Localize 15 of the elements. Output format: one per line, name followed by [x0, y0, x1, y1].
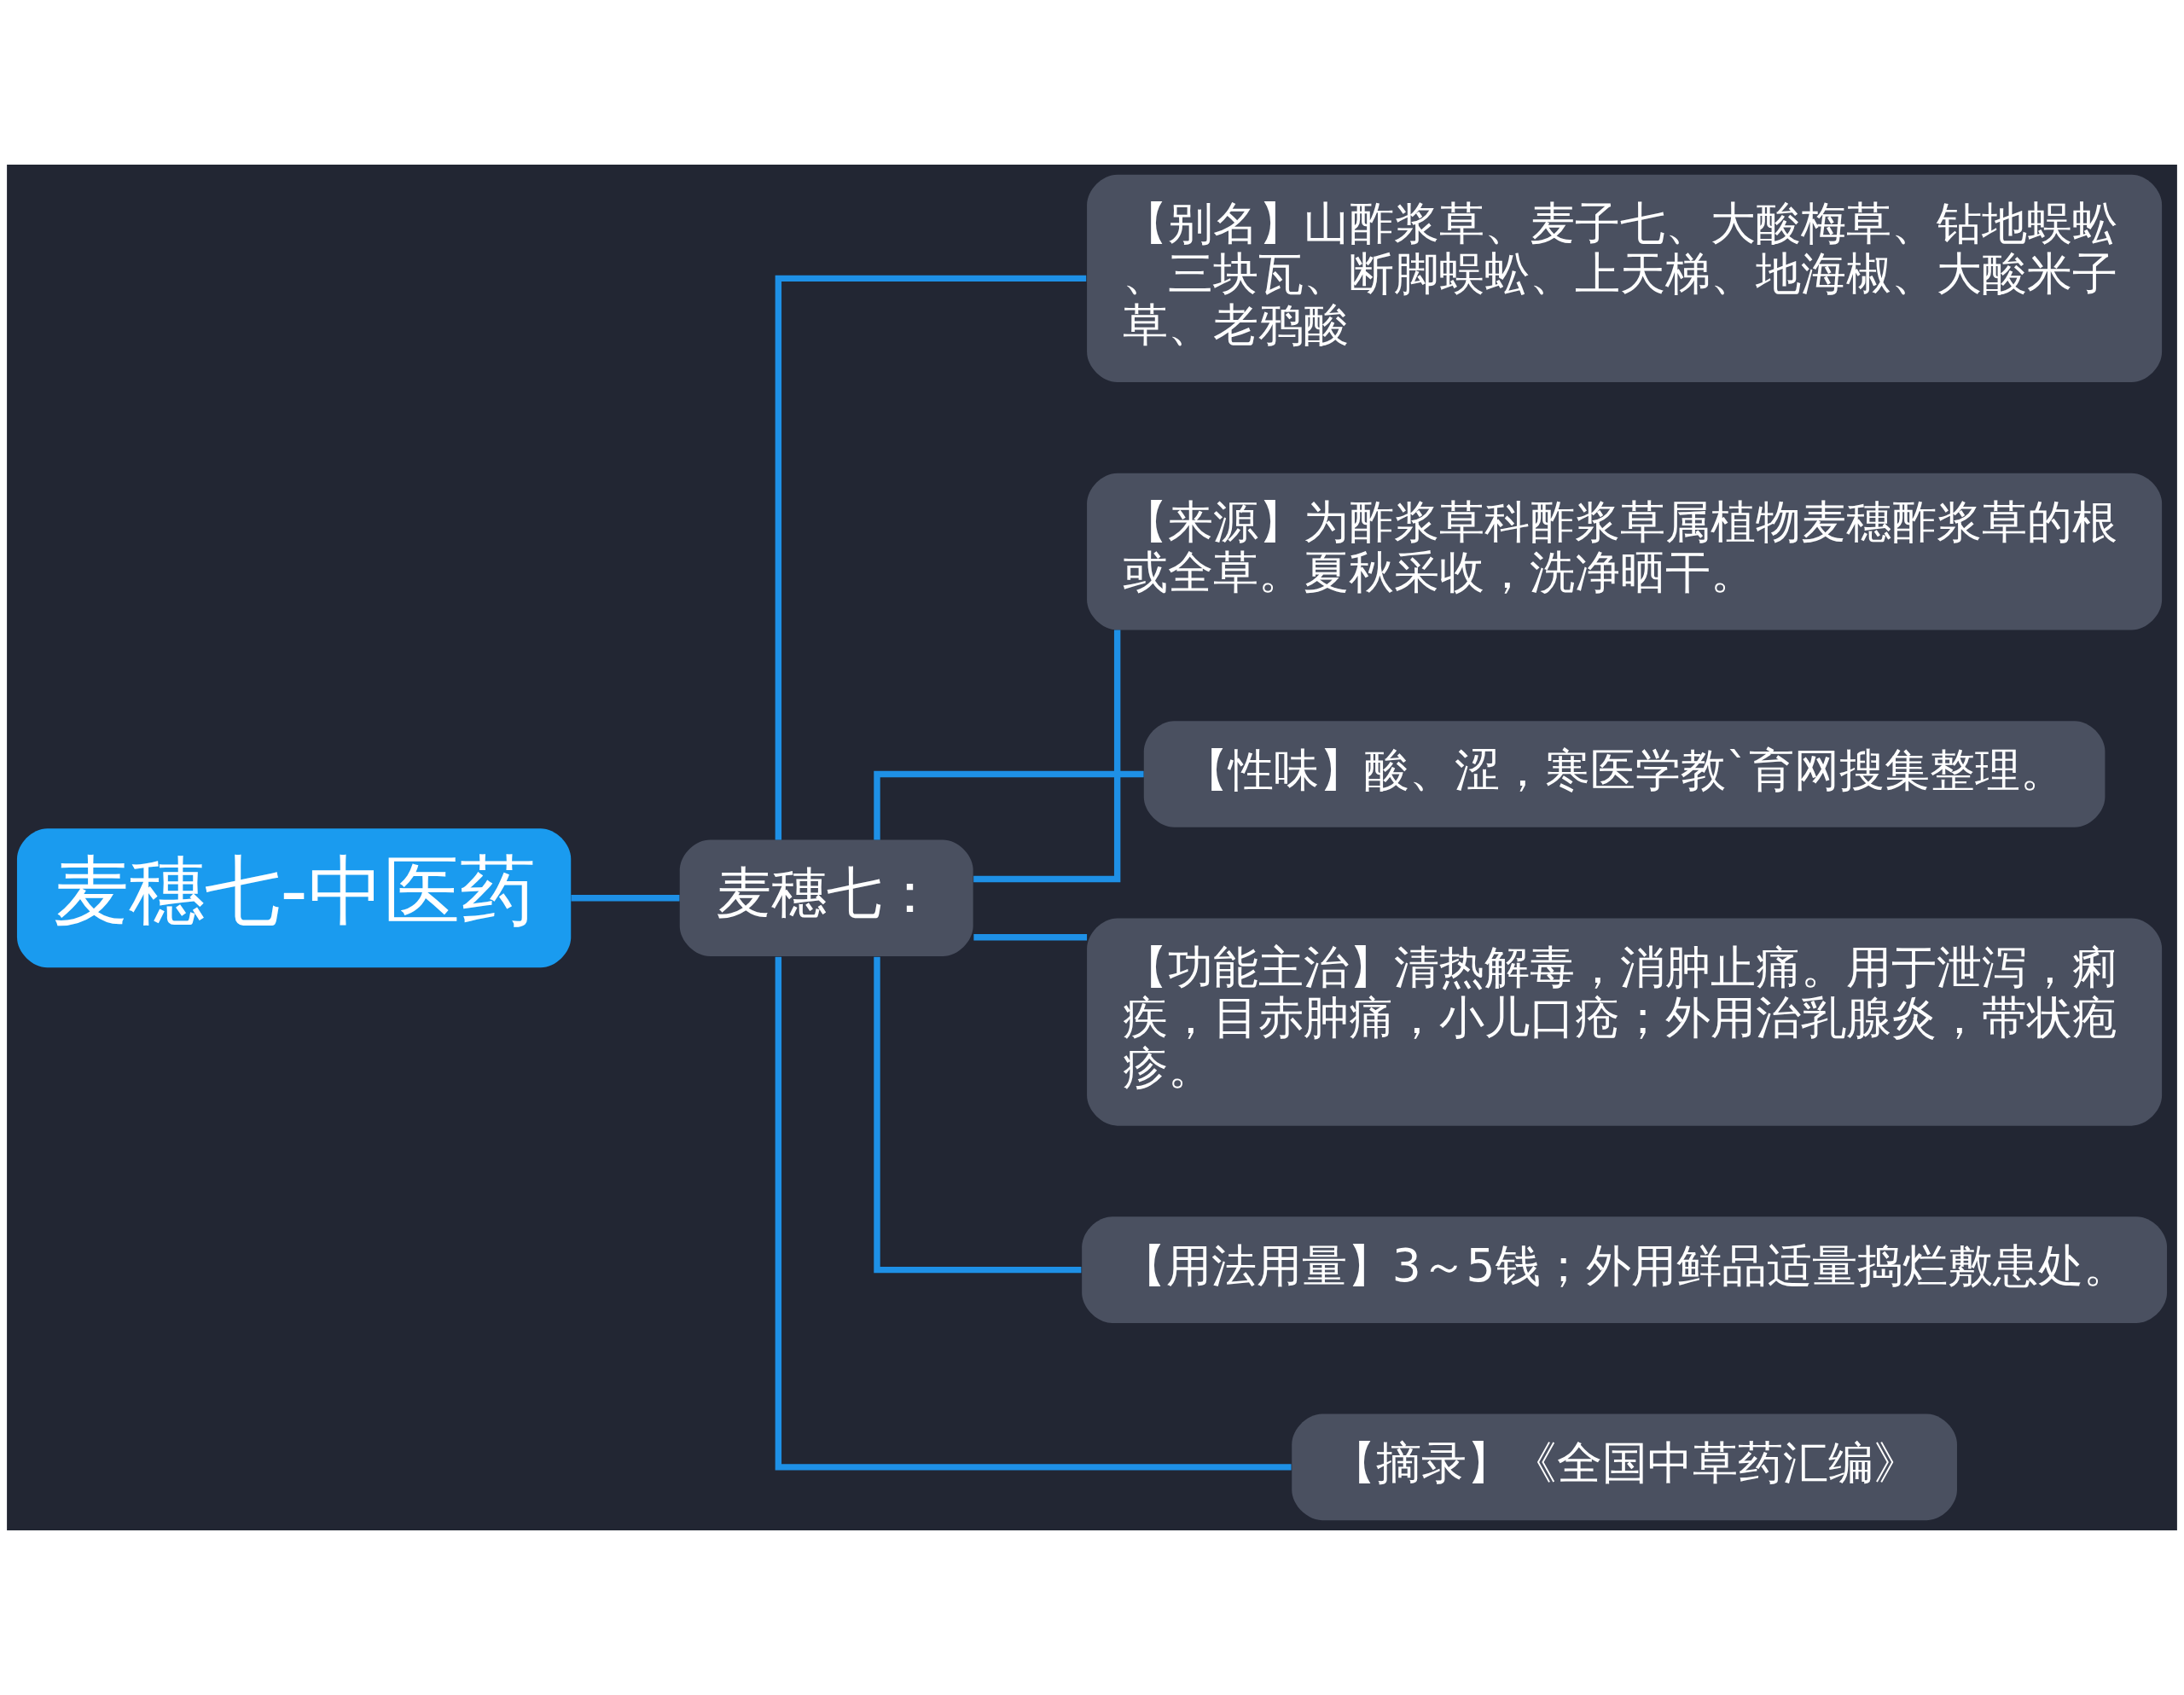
node-box: 麦穗七：	[679, 839, 973, 956]
node-box: 【用法用量】3～5钱；外用鲜品适量捣烂敷患处。	[1082, 1216, 2168, 1323]
connector	[973, 630, 1121, 883]
node-box: 【来源】为酢浆草科酢浆草属植物麦穗酢浆草的根或全草。夏秋采收，洗净晒干。	[1087, 473, 2163, 630]
connector	[973, 934, 1088, 941]
node-box: 麦穗七-中医药	[16, 828, 572, 968]
connector	[571, 895, 680, 902]
node-box: 【功能主治】清热解毒，消肿止痛。用于泄泻，痢疾，目赤肿痛，小儿口疮；外用治乳腺炎，带状疱疹。	[1087, 918, 2163, 1126]
connector	[775, 275, 1087, 840]
node-box: 【性味】酸、涩，寒医学教`育网搜集整理。	[1143, 721, 2106, 827]
node-box: 【摘录】《全国中草药汇编》	[1292, 1413, 1957, 1521]
node-box: 【别名】山酢浆草、麦子七、大酸梅草、钻地蜈蚣、三块瓦、断脚蜈蚣、上天梯、地海椒、大酸米子草、老鸦酸	[1087, 174, 2163, 382]
connector	[874, 770, 1144, 840]
connector	[775, 956, 1292, 1471]
connector	[874, 956, 1082, 1274]
